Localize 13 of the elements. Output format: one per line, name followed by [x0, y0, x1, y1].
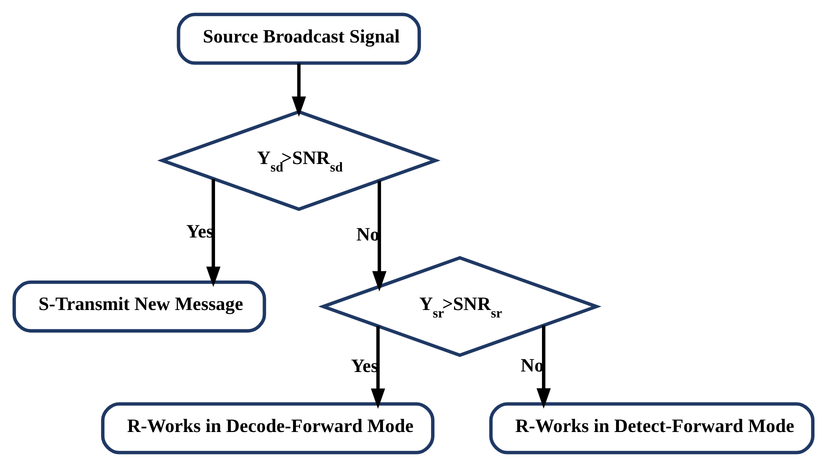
- arrow: [292, 62, 306, 116]
- node-box: Source Broadcast Signal: [176, 12, 421, 64]
- arrow: [372, 180, 386, 292]
- arrow: [206, 178, 220, 286]
- edge-label: Yes: [350, 355, 378, 376]
- node-box: R-Works in Decode-Forward Mode: [101, 402, 434, 454]
- arrow: [370, 326, 386, 408]
- node-box: R-Works in Detect-Forward Mode: [489, 402, 814, 454]
- edge-label: No: [520, 355, 544, 376]
- arrow: [536, 325, 551, 408]
- node-diamond: Y$_{sr}$>SNR$_{sr}$: [318, 256, 602, 356]
- node-diamond: Y$_{sd}$>SNR$_{sd}$: [157, 110, 440, 210]
- node-box: S-Transmit New Message: [12, 280, 266, 332]
